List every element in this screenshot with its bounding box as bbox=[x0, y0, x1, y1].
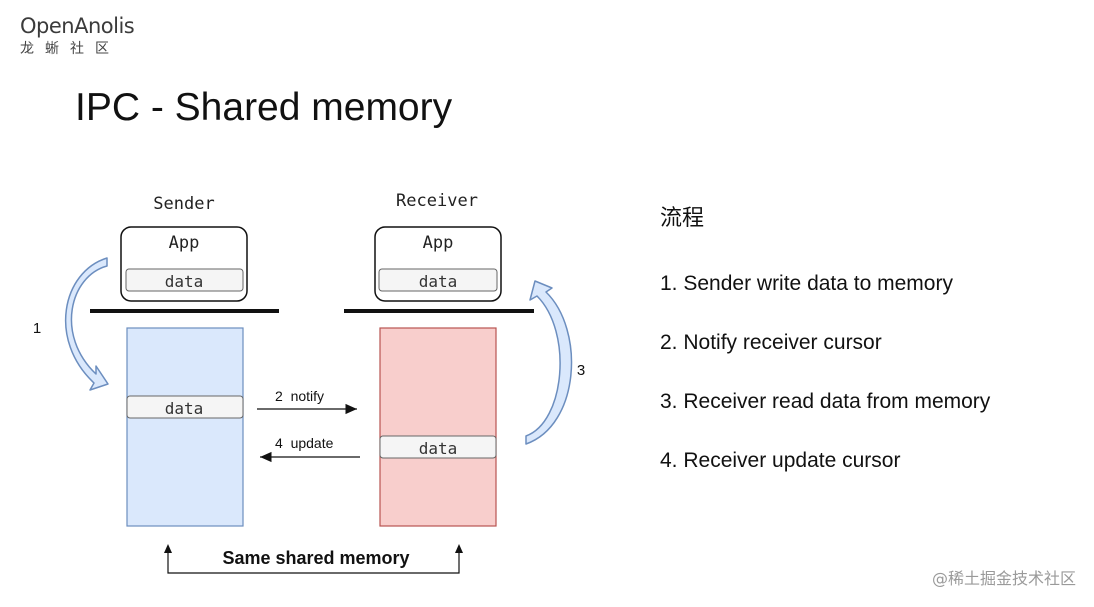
receiver-label: Receiver bbox=[396, 191, 478, 211]
process-steps: 流程 1. Sender write data to memory 2. Not… bbox=[660, 204, 1080, 506]
shared-memory-bracket bbox=[167, 551, 460, 574]
receiver-app-data-block bbox=[378, 268, 498, 292]
update-label: 4 update bbox=[275, 435, 334, 451]
watermark: @稀土掘金技术社区 bbox=[931, 569, 1076, 588]
sender-memory-data-block bbox=[126, 395, 244, 419]
step1-marker: 1 bbox=[33, 320, 41, 337]
bracket-left-arrowhead-icon bbox=[164, 544, 172, 553]
step1-curved-arrow-icon bbox=[64, 257, 109, 391]
sender-memory-data-label: data bbox=[165, 399, 204, 418]
sender-memory-region bbox=[126, 327, 244, 527]
receiver-memory-data-block bbox=[379, 435, 497, 459]
notify-label: 2 notify bbox=[275, 388, 324, 404]
logo-wordmark: OpenAnolis bbox=[20, 14, 135, 38]
step3-marker: 3 bbox=[577, 362, 585, 379]
process-heading: 流程 bbox=[660, 206, 705, 231]
sender-app-data-block bbox=[125, 268, 244, 292]
slide-title: IPC - Shared memory bbox=[75, 86, 453, 129]
sender-label: Sender bbox=[153, 194, 214, 214]
receiver-memory-data-label: data bbox=[419, 439, 458, 458]
logo-subtitle: 龙蜥社区 bbox=[20, 41, 120, 57]
step-item: 1. Sender write data to memory bbox=[660, 272, 953, 295]
shared-memory-label: Same shared memory bbox=[222, 548, 409, 568]
openanolis-logo: OpenAnolis 龙蜥社区 bbox=[20, 14, 135, 58]
receiver-app-data-label: data bbox=[419, 272, 458, 291]
receiver-memory-region bbox=[379, 327, 497, 527]
receiver-app-label: App bbox=[423, 233, 454, 253]
step-item: 3. Receiver read data from memory bbox=[660, 390, 991, 413]
step-item: 2. Notify receiver cursor bbox=[660, 331, 882, 354]
step-item: 4. Receiver update cursor bbox=[660, 449, 901, 472]
step3-curved-arrow-icon bbox=[525, 280, 573, 445]
sender-app-label: App bbox=[169, 233, 200, 253]
sender-app-data-label: data bbox=[165, 272, 204, 291]
bracket-right-arrowhead-icon bbox=[455, 544, 463, 553]
